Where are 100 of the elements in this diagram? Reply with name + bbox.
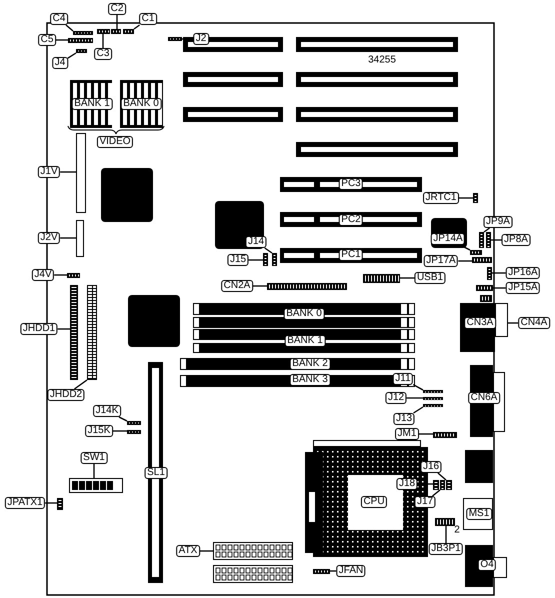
pin-header (123, 29, 134, 34)
pin-header (272, 253, 277, 266)
leader-line (116, 15, 118, 29)
pin-header (440, 480, 445, 490)
pin-header (446, 480, 452, 490)
leader-line (458, 197, 473, 199)
pin-header (57, 498, 63, 510)
leader-line (93, 464, 95, 478)
leader-line (45, 502, 57, 504)
pin-header (423, 397, 443, 400)
callout-label: J11 (392, 373, 414, 385)
leader-line (248, 259, 263, 261)
pin-header (68, 38, 93, 43)
callout-label: JHDD2 (47, 389, 85, 401)
callout-label: J16 (420, 461, 442, 473)
leader-line (102, 34, 104, 48)
ide-connector (70, 285, 78, 380)
callout-label: JP16A (506, 267, 540, 279)
callout-label: BANK 0 (120, 98, 162, 110)
callout-label: SW1 (80, 452, 108, 464)
leader-line (491, 239, 502, 241)
callout-label: C3 (94, 48, 112, 60)
callout-label: BANK 1 (284, 335, 326, 347)
pin-header (470, 250, 482, 255)
callout-label: ATX (176, 545, 200, 557)
callout-label: J14K (93, 405, 121, 417)
leader-line (112, 430, 127, 432)
pin-header (487, 267, 492, 280)
callout-label: CN6A (468, 392, 500, 404)
connector (76, 220, 84, 257)
callout-label: BANK 0 (284, 308, 324, 320)
callout-label: SL1 (144, 467, 168, 479)
leader-line (418, 433, 433, 435)
callout-label: J17 (414, 496, 436, 508)
pin-header (313, 569, 330, 574)
callout-label: J4V (32, 269, 54, 281)
callout-label: CPU (360, 496, 388, 508)
leader-line (458, 260, 472, 262)
callout-label: J14 (245, 236, 267, 248)
pin-header (423, 404, 443, 407)
connector (76, 133, 86, 213)
leader-line (445, 526, 447, 543)
callout-label: CN2A (221, 280, 253, 292)
callout-label: J1V (38, 166, 60, 178)
power-connector (213, 542, 293, 560)
callout-label: J4 (52, 57, 68, 69)
pin-header (476, 285, 493, 291)
pin-header (486, 232, 491, 248)
callout-label: C2 (108, 3, 126, 15)
leader-line (60, 237, 76, 239)
pin-header (76, 49, 87, 53)
callout-label: J15 (227, 254, 249, 266)
pin-header (73, 31, 93, 35)
leader-line (56, 39, 68, 41)
leader-line (492, 272, 506, 274)
callout-label: JB3P1 (428, 543, 464, 555)
leader-line (484, 227, 490, 233)
callout-label: PC3 (338, 178, 364, 190)
callout-label: J2V (38, 232, 60, 244)
callout-label: JHDD1 (20, 323, 58, 335)
leader-line (508, 322, 518, 324)
pin-header (472, 257, 492, 263)
leader-line (58, 328, 70, 330)
port-flange (495, 303, 508, 337)
callout-label: USB1 (414, 272, 446, 284)
callout-label: PC2 (338, 214, 364, 226)
callout-label: JP9A (484, 216, 512, 228)
pin-number: 2 (454, 524, 460, 536)
callout-label: MS1 (466, 508, 492, 520)
pin-header (433, 480, 439, 490)
callout-label: O4 (478, 559, 496, 571)
callout-label: J12 (385, 392, 407, 404)
leader-line (60, 171, 76, 173)
callout-label: J18 (396, 478, 418, 490)
callout-label: C1 (139, 13, 157, 25)
callout-label: C4 (50, 13, 68, 25)
callout-label: J13 (393, 413, 415, 425)
leader-line (400, 277, 414, 279)
callout-label: JFAN (336, 565, 366, 577)
callout-label: BANK 1 (72, 98, 112, 110)
callout-label: JPATX1 (4, 497, 46, 509)
callout-label: CN3A (464, 317, 496, 329)
callout-label: CN4A (518, 317, 550, 329)
leader-line (438, 472, 446, 480)
dip-switch (69, 478, 123, 493)
pin-header (127, 430, 141, 434)
callout-label: JP17A (424, 255, 458, 267)
pin-header (423, 390, 443, 393)
power-connector (213, 565, 293, 583)
leader-line (493, 287, 506, 289)
callout-label: J15K (85, 425, 113, 437)
callout-label: JP15A (506, 282, 540, 294)
part-number: 34255 (368, 54, 396, 66)
leader-line (200, 550, 213, 552)
leader-line (264, 247, 272, 254)
pin-header (67, 273, 80, 278)
pin-header (363, 274, 400, 283)
pin-header (267, 283, 347, 290)
callout-label: J2 (193, 33, 209, 45)
callout-label: BANK 2 (290, 358, 330, 370)
